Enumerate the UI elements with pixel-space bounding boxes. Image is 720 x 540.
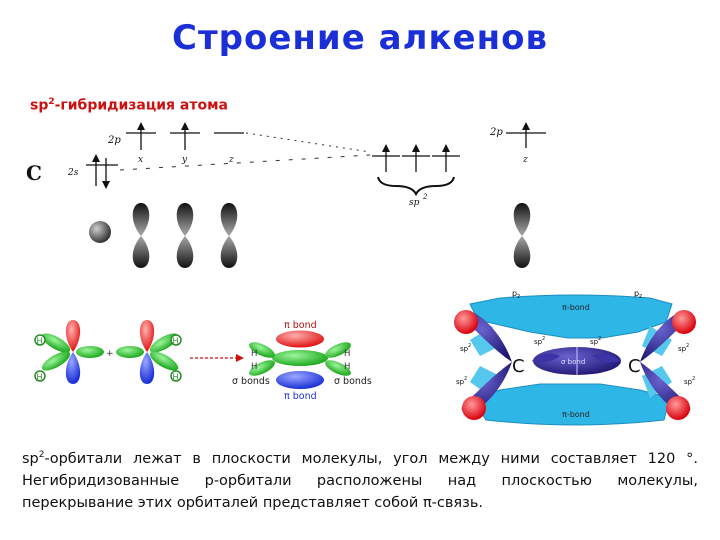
sp2-label: sp — [684, 378, 693, 386]
svg-text:2: 2 — [464, 376, 467, 382]
h-atom: H — [37, 373, 43, 382]
label-z-right: z — [522, 155, 528, 165]
para-sp: sp — [22, 450, 39, 467]
description-paragraph: sp2-орбитали лежат в плоскости молекулы,… — [22, 444, 698, 514]
sigma-bond-lobe — [272, 350, 328, 366]
arrow-up-icon — [92, 154, 100, 162]
p-orbital-y-icon — [176, 203, 194, 268]
h-atom: H — [251, 349, 257, 359]
sigma-bonds-label-right: σ bonds — [334, 376, 372, 387]
p-orbital-z-icon — [220, 203, 238, 268]
sp2-label: sp — [534, 338, 543, 346]
h-atom: H — [173, 373, 179, 382]
h-atom-icon — [672, 310, 696, 334]
hybrid-brace — [377, 176, 455, 197]
svg-text:2: 2 — [686, 343, 689, 349]
atom-symbol: C — [26, 161, 42, 185]
subtitle: sp2-гибридизация атома углерода — [30, 93, 300, 119]
arrow-up-icon — [382, 144, 390, 152]
pz-label-left: p — [512, 289, 517, 298]
level-2p-left-label: 2p — [107, 135, 121, 146]
arrow-right-icon — [236, 354, 244, 362]
pi-bond-bottom-region — [471, 383, 671, 426]
h-atom: H — [344, 349, 350, 359]
arrow-up-icon — [181, 122, 189, 130]
para-exp: 2 — [38, 450, 45, 460]
h-atom-icon — [666, 396, 690, 420]
svg-text:2: 2 — [598, 336, 601, 342]
p-orbital-x-icon — [132, 203, 150, 268]
svg-text:2: 2 — [422, 193, 428, 201]
arrow-up-icon — [442, 144, 450, 152]
carbon-orbitals-left — [41, 320, 104, 384]
svg-text:2: 2 — [692, 376, 695, 382]
s-orbital-icon — [89, 221, 111, 243]
carbon-right-label: C — [628, 356, 641, 377]
h-atom: H — [173, 337, 179, 346]
h-atom-icon — [454, 310, 478, 334]
pi-bond-top-lobe — [276, 330, 324, 348]
h-atom-icon — [462, 396, 486, 420]
sigma-bond-label: σ bond — [561, 358, 585, 366]
p-orbital-z-right-icon — [513, 203, 531, 268]
pi-bond-label-bottom: π-bond — [562, 410, 590, 419]
arrow-up-icon — [137, 122, 145, 130]
arrow-up-icon — [412, 144, 420, 152]
hybrid-label: sp — [409, 198, 420, 208]
level-2s-label: 2s — [67, 168, 79, 178]
svg-text:z: z — [639, 293, 642, 300]
carbon-left-label: C — [512, 356, 525, 377]
sp2-label: sp — [590, 338, 599, 346]
subtitle-rest: -гибридизация атома углерода — [30, 97, 228, 119]
svg-text:2: 2 — [542, 336, 545, 342]
svg-text:2: 2 — [468, 343, 471, 349]
sp2-label: sp — [460, 345, 469, 353]
pi-bond-label-bottom: π bond — [284, 391, 317, 402]
energy-diagram: C 2s 2p 2p x y z sp 2 — [26, 122, 546, 268]
pi-bond-label-top: π bond — [284, 320, 317, 331]
h-atom: H — [37, 337, 43, 346]
plus-sign: + — [106, 349, 114, 359]
sp2-label: sp — [456, 378, 465, 386]
svg-text:z: z — [517, 293, 520, 300]
label-z-left: z — [228, 155, 234, 165]
label-x: x — [138, 155, 143, 165]
label-y: y — [181, 155, 188, 165]
pi-bond-bottom-lobe — [276, 371, 324, 389]
subtitle-exp: 2 — [48, 97, 55, 107]
h-atom: H — [344, 362, 350, 372]
level-2p-right-label: 2p — [489, 127, 503, 138]
arrow-down-icon — [102, 181, 110, 189]
pz-label-right: p — [634, 289, 639, 298]
h-atom: H — [251, 362, 257, 372]
sigma-bonds-label-left: σ bonds — [232, 376, 270, 387]
subtitle-sp: sp — [30, 97, 49, 114]
page-title: Строение алкенов — [172, 18, 548, 58]
sp2-label: sp — [678, 345, 687, 353]
pi-bond-diagram: H H + + H H π bond H H H H σ bon — [34, 320, 372, 402]
para-text: -орбитали лежат в плоскости молекулы, уг… — [22, 450, 698, 511]
pi-bond-top-region — [469, 294, 673, 339]
arrow-up-icon — [522, 122, 530, 130]
pi-bond-label-top: π-bond — [562, 303, 590, 312]
ethene-orbital-diagram: p z p z π-bond π-bond σ bond C C sp 2 sp… — [454, 289, 696, 426]
